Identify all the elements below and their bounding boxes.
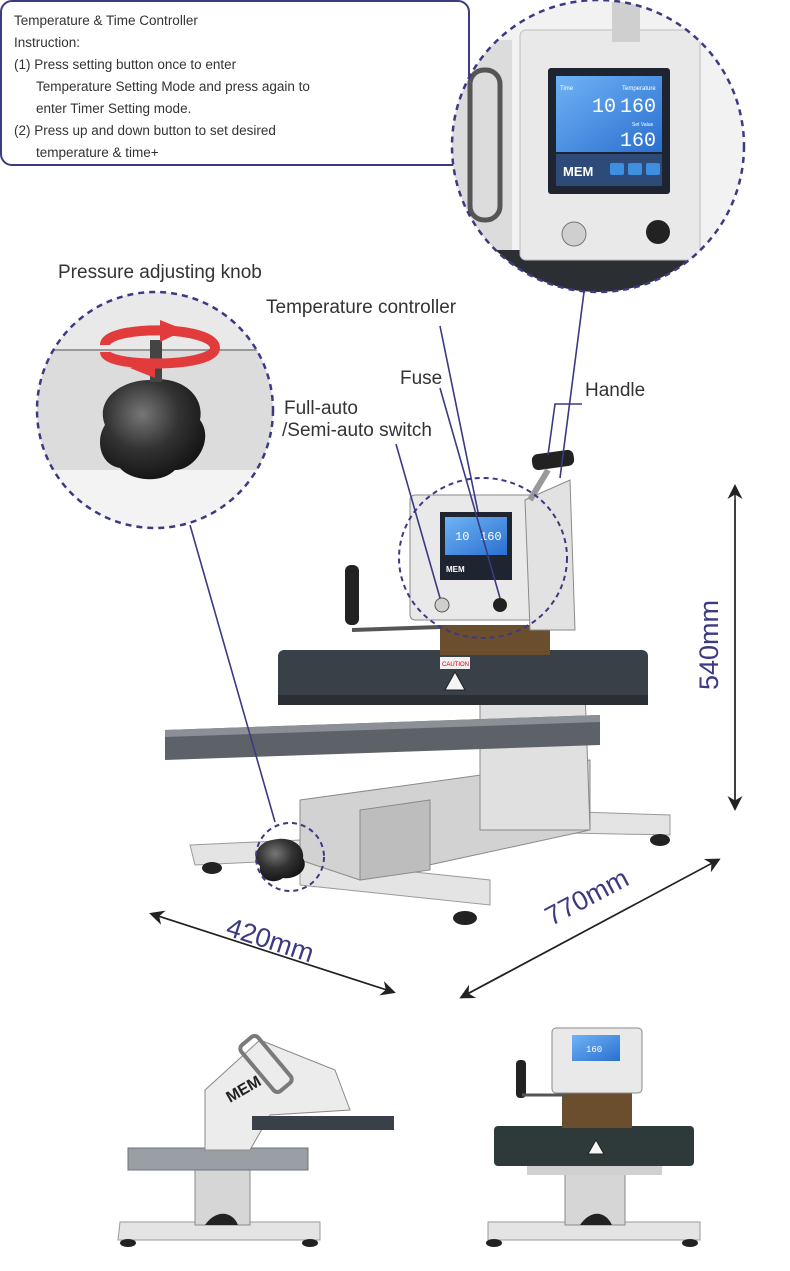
knob-shape bbox=[100, 379, 206, 480]
fuse-icon bbox=[493, 598, 507, 612]
handle-label: Handle bbox=[585, 380, 646, 401]
side-view-machine: MEM bbox=[117, 1033, 394, 1247]
controller-brand: MEM bbox=[563, 164, 593, 179]
machine-lcd-temp: 160 bbox=[480, 530, 502, 544]
crank-handle bbox=[345, 565, 359, 625]
instruction-step-1-cont: Temperature Setting Mode and press again… bbox=[36, 79, 310, 94]
base-pressure-knob bbox=[255, 838, 305, 882]
instruction-step-1: (1) Press setting button once to enter bbox=[14, 57, 237, 72]
dimension-arrows bbox=[149, 484, 743, 999]
instruction-step-2-cont: temperature & time+ bbox=[36, 145, 159, 160]
machine-lcd-time: 10 bbox=[455, 530, 469, 544]
controller-zoom-circle: Time Temperature 10 160 Set Value 160 ME… bbox=[450, 0, 746, 294]
instruction-title: Temperature & Time Controller bbox=[14, 13, 198, 28]
temperature-controller-label: Temperature controller bbox=[266, 297, 457, 318]
lcd-time-label: Time bbox=[560, 86, 574, 92]
instruction-step-1-cont2: enter Timer Setting mode. bbox=[36, 101, 192, 116]
machine-controller-brand: MEM bbox=[446, 565, 465, 574]
caution-text: CAUTION bbox=[442, 662, 469, 668]
instruction-heading: Instruction: bbox=[14, 35, 81, 50]
pressure-knob-label: Pressure adjusting knob bbox=[58, 262, 262, 283]
instruction-step-2: (2) Press up and down button to set desi… bbox=[14, 123, 276, 138]
lcd-time-value: 10 bbox=[592, 96, 616, 119]
pressure-knob-zoom-circle bbox=[35, 290, 275, 530]
mode-switch-icon bbox=[434, 597, 450, 613]
controller-buttons bbox=[610, 163, 660, 175]
lcd-set-label: Set Value bbox=[632, 122, 654, 128]
handle-grip bbox=[531, 449, 575, 471]
instruction-box: Temperature & Time Controller Instructio… bbox=[0, 0, 470, 166]
front-view-machine: 160 bbox=[486, 1027, 701, 1247]
heat-press-machine: CAUTION 10 160 MEM bbox=[165, 449, 671, 925]
lcd-temp-value: 160 bbox=[620, 96, 656, 119]
leader-lines bbox=[189, 291, 585, 823]
switch-label-line2: /Semi-auto switch bbox=[282, 420, 432, 441]
fuse-label: Fuse bbox=[400, 368, 443, 389]
lcd-temp-label: Temperature bbox=[622, 86, 656, 92]
height-dimension: 540mm bbox=[694, 599, 724, 690]
caution-label bbox=[440, 657, 470, 669]
lcd-set-value: 160 bbox=[620, 130, 656, 153]
front-view-lcd-value: 160 bbox=[586, 1045, 602, 1055]
switch-label-line1: Full-auto bbox=[284, 398, 358, 419]
rotate-arrows-icon bbox=[100, 320, 220, 378]
